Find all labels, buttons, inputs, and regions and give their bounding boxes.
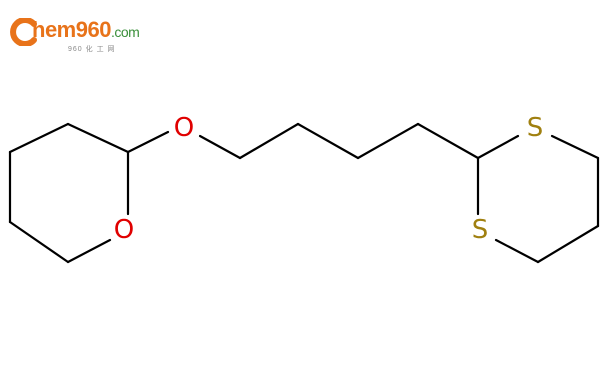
bond-dt-5	[494, 238, 540, 264]
logo-wordmark: hem960.com	[32, 17, 140, 44]
logo-brand-prefix: hem	[32, 17, 76, 42]
bond-chain-2	[296, 122, 360, 160]
atom-s-top: S	[527, 113, 544, 143]
logo-brand-suffix: .com	[110, 24, 140, 40]
bond-o-ch2	[198, 134, 242, 160]
bond-dt-2	[550, 134, 600, 160]
logo-brand-number: 960	[75, 17, 112, 42]
bond-dt-4	[536, 224, 600, 264]
bond-thp-5	[66, 238, 112, 264]
bond-thp-4	[8, 220, 70, 264]
logo-c-icon	[10, 18, 37, 46]
logo: hem960.com 960 化 工 网	[10, 16, 160, 53]
atom-o-ring: O	[114, 215, 134, 245]
bond-thp-1	[66, 122, 130, 154]
atom-s-bottom: S	[472, 215, 489, 245]
bond-chain-3	[356, 122, 420, 160]
bond-chain-4	[416, 122, 480, 160]
bond-dt-1	[476, 134, 520, 160]
bond-thp-2	[8, 122, 70, 154]
bond-c2-o	[126, 130, 170, 154]
bond-chain-1	[238, 122, 300, 160]
logo-subtitle: 960 化 工 网	[68, 46, 116, 53]
atom-o-ether: O	[174, 113, 194, 143]
